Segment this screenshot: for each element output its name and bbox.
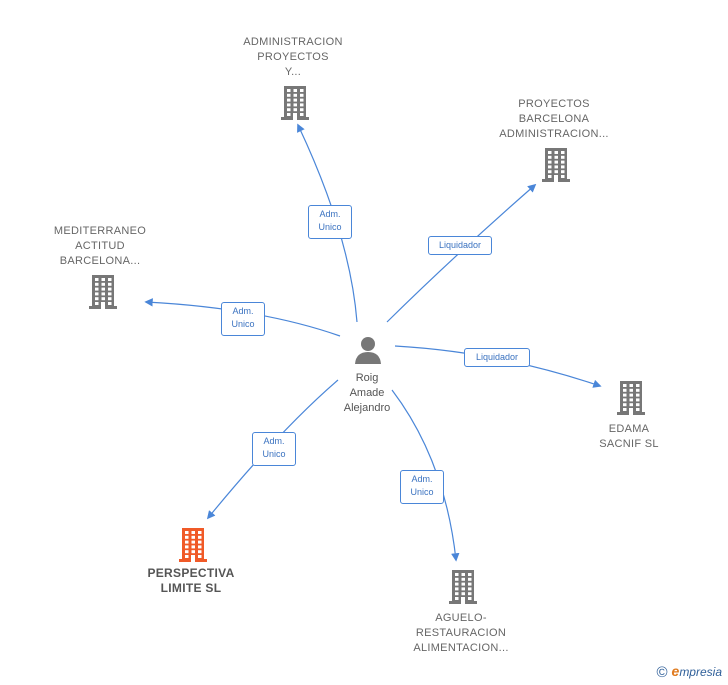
company-label-line: RESTAURACION <box>415 627 507 639</box>
company-label-line: MEDITERRANEO <box>53 225 147 237</box>
company-label-c6[interactable]: AGUELO- RESTAURACION ALIMENTACION... <box>391 611 531 656</box>
building-icon[interactable] <box>179 528 207 567</box>
company-label-line: SACNIF SL <box>599 438 659 450</box>
person-label-line: Alejandro <box>343 402 391 414</box>
company-label-c4[interactable]: EDAMA SACNIF SL <box>559 422 699 452</box>
company-label-line: ALIMENTACION... <box>413 642 509 654</box>
person-icon[interactable] <box>353 336 383 369</box>
copyright-icon: © <box>656 664 668 681</box>
company-label-line: AGUELO- <box>435 612 487 624</box>
edge-label-c2[interactable]: Liquidador <box>428 236 492 255</box>
company-label-line: LIMITE SL <box>160 581 222 595</box>
building-icon[interactable] <box>617 381 645 420</box>
edge-label-line: Unico <box>410 487 434 497</box>
company-label-line: PROYECTOS <box>518 98 590 110</box>
company-label-line: PERSPECTIVA <box>147 566 235 580</box>
edge-label-line: Adm. <box>319 209 341 219</box>
company-label-line: BARCELONA <box>518 113 590 125</box>
building-icon[interactable] <box>281 86 309 125</box>
company-label-line: BARCELONA... <box>59 255 141 267</box>
edge-label-line: Adm. <box>411 474 433 484</box>
company-label-c2[interactable]: PROYECTOS BARCELONA ADMINISTRACION... <box>484 97 624 142</box>
person-label-line: Roig <box>355 372 379 384</box>
edge-label-c1[interactable]: Adm. Unico <box>308 205 352 239</box>
company-label-line: ADMINISTRACION <box>243 36 343 48</box>
person-label-line: Amade <box>349 387 385 399</box>
company-label-line: Y... <box>284 66 302 78</box>
company-label-c3[interactable]: MEDITERRANEO ACTITUD BARCELONA... <box>30 224 170 269</box>
edge-label-line: Unico <box>318 222 342 232</box>
edge-label-line: Unico <box>262 449 286 459</box>
company-label-line: ACTITUD <box>75 240 125 252</box>
edge-line-c6 <box>391 389 460 562</box>
building-icon[interactable] <box>89 275 117 314</box>
edge-label-c4[interactable]: Liquidador <box>464 348 530 367</box>
edge-label-line: Adm. <box>263 436 285 446</box>
edge-label-line: Unico <box>231 319 255 329</box>
company-label-line: PROYECTOS <box>257 51 329 63</box>
company-label-c1[interactable]: ADMINISTRACION PROYECTOS Y... <box>223 35 363 80</box>
edge-label-c6[interactable]: Adm. Unico <box>400 470 444 504</box>
edge-label-c3[interactable]: Adm. Unico <box>221 302 265 336</box>
company-label-line: EDAMA <box>608 423 650 435</box>
edge-label-line: Liquidador <box>438 240 482 250</box>
building-icon[interactable] <box>449 570 477 609</box>
edge-label-c5[interactable]: Adm. Unico <box>252 432 296 466</box>
building-icon[interactable] <box>542 148 570 187</box>
edge-label-line: Liquidador <box>475 352 519 362</box>
company-label-line: ADMINISTRACION... <box>499 128 609 140</box>
edge-label-line: Adm. <box>232 306 254 316</box>
empresia-logo[interactable]: ©empresia <box>656 663 722 681</box>
